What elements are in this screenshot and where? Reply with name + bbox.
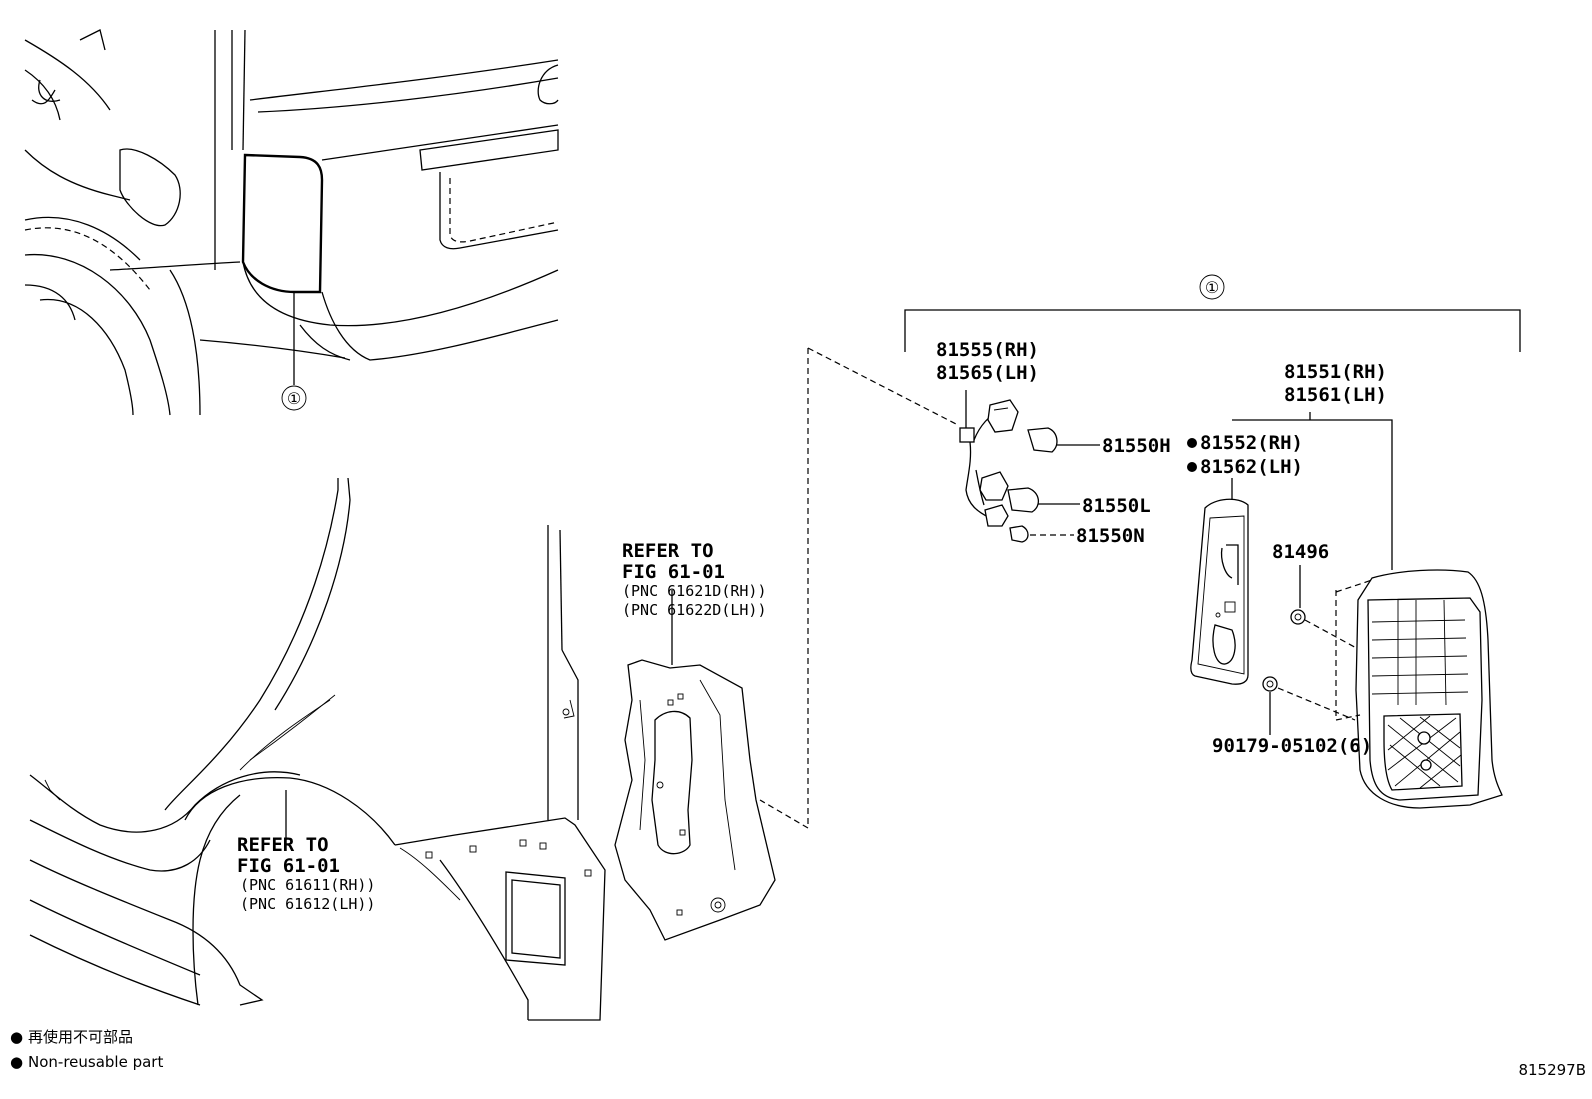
refer-upper-line4: (PNC 61622D(LH)): [622, 601, 767, 619]
legend-marker-2: ●: [10, 1053, 23, 1071]
refer-lower-line3: (PNC 61611(RH)): [240, 876, 375, 894]
assembly-callout-marker: ①: [1205, 278, 1219, 297]
label-bulb-n: 81550N: [1076, 525, 1145, 547]
refer-upper-line3: (PNC 61621D(RH)): [622, 582, 767, 600]
label-lens-rh: 81551(RH): [1284, 361, 1387, 383]
label-clip: 81496: [1272, 541, 1329, 563]
vehicle-callout-marker: ①: [287, 389, 301, 408]
refer-note-upper: REFER TO FIG 61-01 (PNC 61621D(RH)) (PNC…: [622, 540, 767, 619]
label-socket-rh: 81555(RH): [936, 339, 1039, 361]
refer-lower-line1: REFER TO: [237, 834, 329, 856]
bracket-panel: [614, 590, 776, 941]
tail-lamp-lens: [1232, 412, 1503, 809]
refer-lower-line4: (PNC 61612(LH)): [240, 895, 375, 913]
label-bulb-h: 81550H: [1102, 435, 1171, 457]
part-labels: 81555(RH) 81565(LH) 81550H 81550L 81550N…: [936, 339, 1387, 757]
label-lens-lh: 81561(LH): [1284, 384, 1387, 406]
label-socket-lh: 81565(LH): [936, 362, 1039, 384]
refer-note-lower: REFER TO FIG 61-01 (PNC 61611(RH)) (PNC …: [237, 790, 375, 913]
refer-lower-line2: FIG 61-01: [237, 855, 340, 877]
label-bulb-l: 81550L: [1082, 495, 1151, 517]
label-gasket-rh: 81552(RH): [1200, 432, 1303, 454]
legend-marker-1: ●: [10, 1028, 23, 1046]
legend: ● 再使用不可部品 ● Non-reusable part: [10, 1028, 163, 1071]
label-gasket-lh: 81562(LH): [1200, 456, 1303, 478]
legend-line-1: 再使用不可部品: [28, 1028, 133, 1046]
assembly-bracket: ①: [904, 274, 1521, 352]
clip-and-screw: [1262, 565, 1361, 735]
socket-wire-assembly: [959, 390, 1100, 543]
refer-upper-line1: REFER TO: [622, 540, 714, 562]
legend-line-2: Non-reusable part: [28, 1053, 163, 1071]
diagram-id: 815297B: [1518, 1061, 1586, 1079]
label-screw: 90179-05102(6): [1212, 735, 1372, 757]
vehicle-rear-view: ①: [24, 29, 559, 416]
leader-dashed: [759, 348, 809, 830]
gasket: [1190, 478, 1249, 685]
refer-upper-line2: FIG 61-01: [622, 561, 725, 583]
body-panel-view: [29, 477, 606, 1021]
